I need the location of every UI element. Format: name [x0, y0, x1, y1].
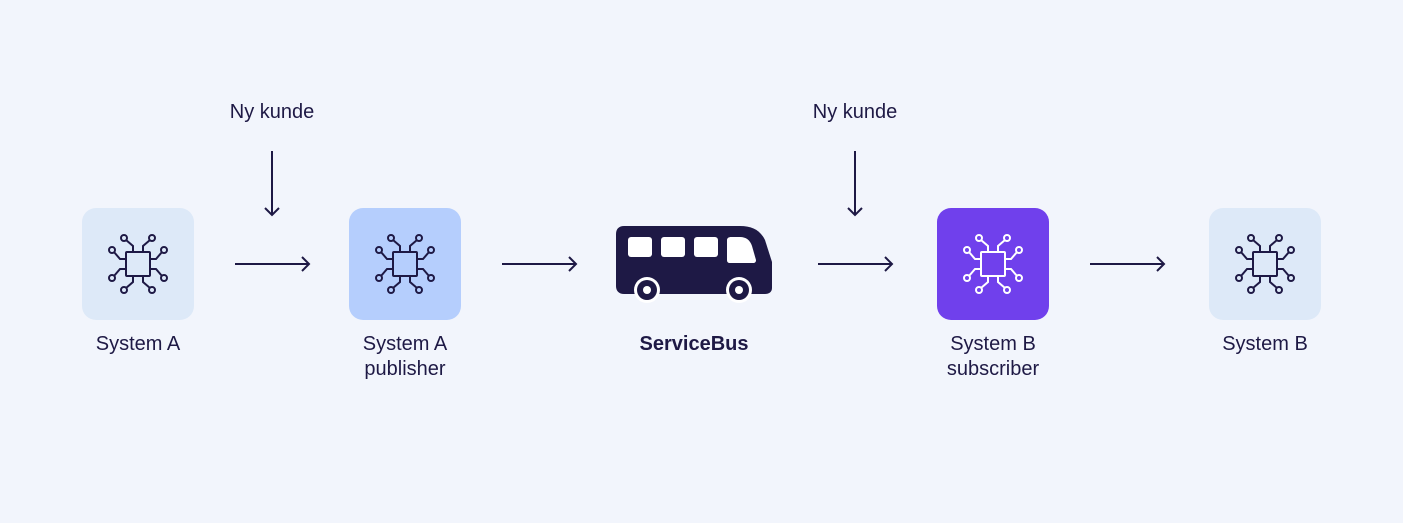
system-b-subscriber-node	[937, 208, 1049, 320]
bus-icon	[616, 226, 772, 303]
system-a-node	[82, 208, 194, 320]
chip-icon	[1235, 234, 1295, 294]
system-a-publisher-node	[349, 208, 461, 320]
chip-icon	[108, 234, 168, 294]
chip-icon	[375, 234, 435, 294]
arrow-subscriber-to-system-b	[1090, 256, 1166, 272]
system-a-publisher-label: System A publisher	[315, 332, 495, 382]
arrow-system-a-to-publisher	[235, 256, 311, 272]
system-b-subscriber-label-line2: subscriber	[946, 358, 1040, 380]
event-arrow-1	[264, 151, 280, 217]
event-label-2: Ny kunde	[812, 101, 898, 123]
servicebus-label: ServiceBus	[639, 333, 749, 355]
chip-icon	[963, 234, 1023, 294]
arrow-servicebus-to-subscriber	[818, 256, 894, 272]
system-b-subscriber-label-line1: System B	[950, 333, 1036, 355]
system-a-publisher-label-line2: publisher	[364, 358, 446, 380]
system-b-label: System B	[1222, 333, 1308, 355]
event-arrow-2	[847, 151, 863, 217]
event-label-1: Ny kunde	[229, 101, 315, 123]
system-a-label: System A	[95, 333, 181, 355]
system-a-publisher-label-line1: System A	[362, 333, 448, 355]
system-b-subscriber-label: System B subscriber	[903, 332, 1083, 382]
arrow-publisher-to-servicebus	[502, 256, 578, 272]
system-b-node	[1209, 208, 1321, 320]
